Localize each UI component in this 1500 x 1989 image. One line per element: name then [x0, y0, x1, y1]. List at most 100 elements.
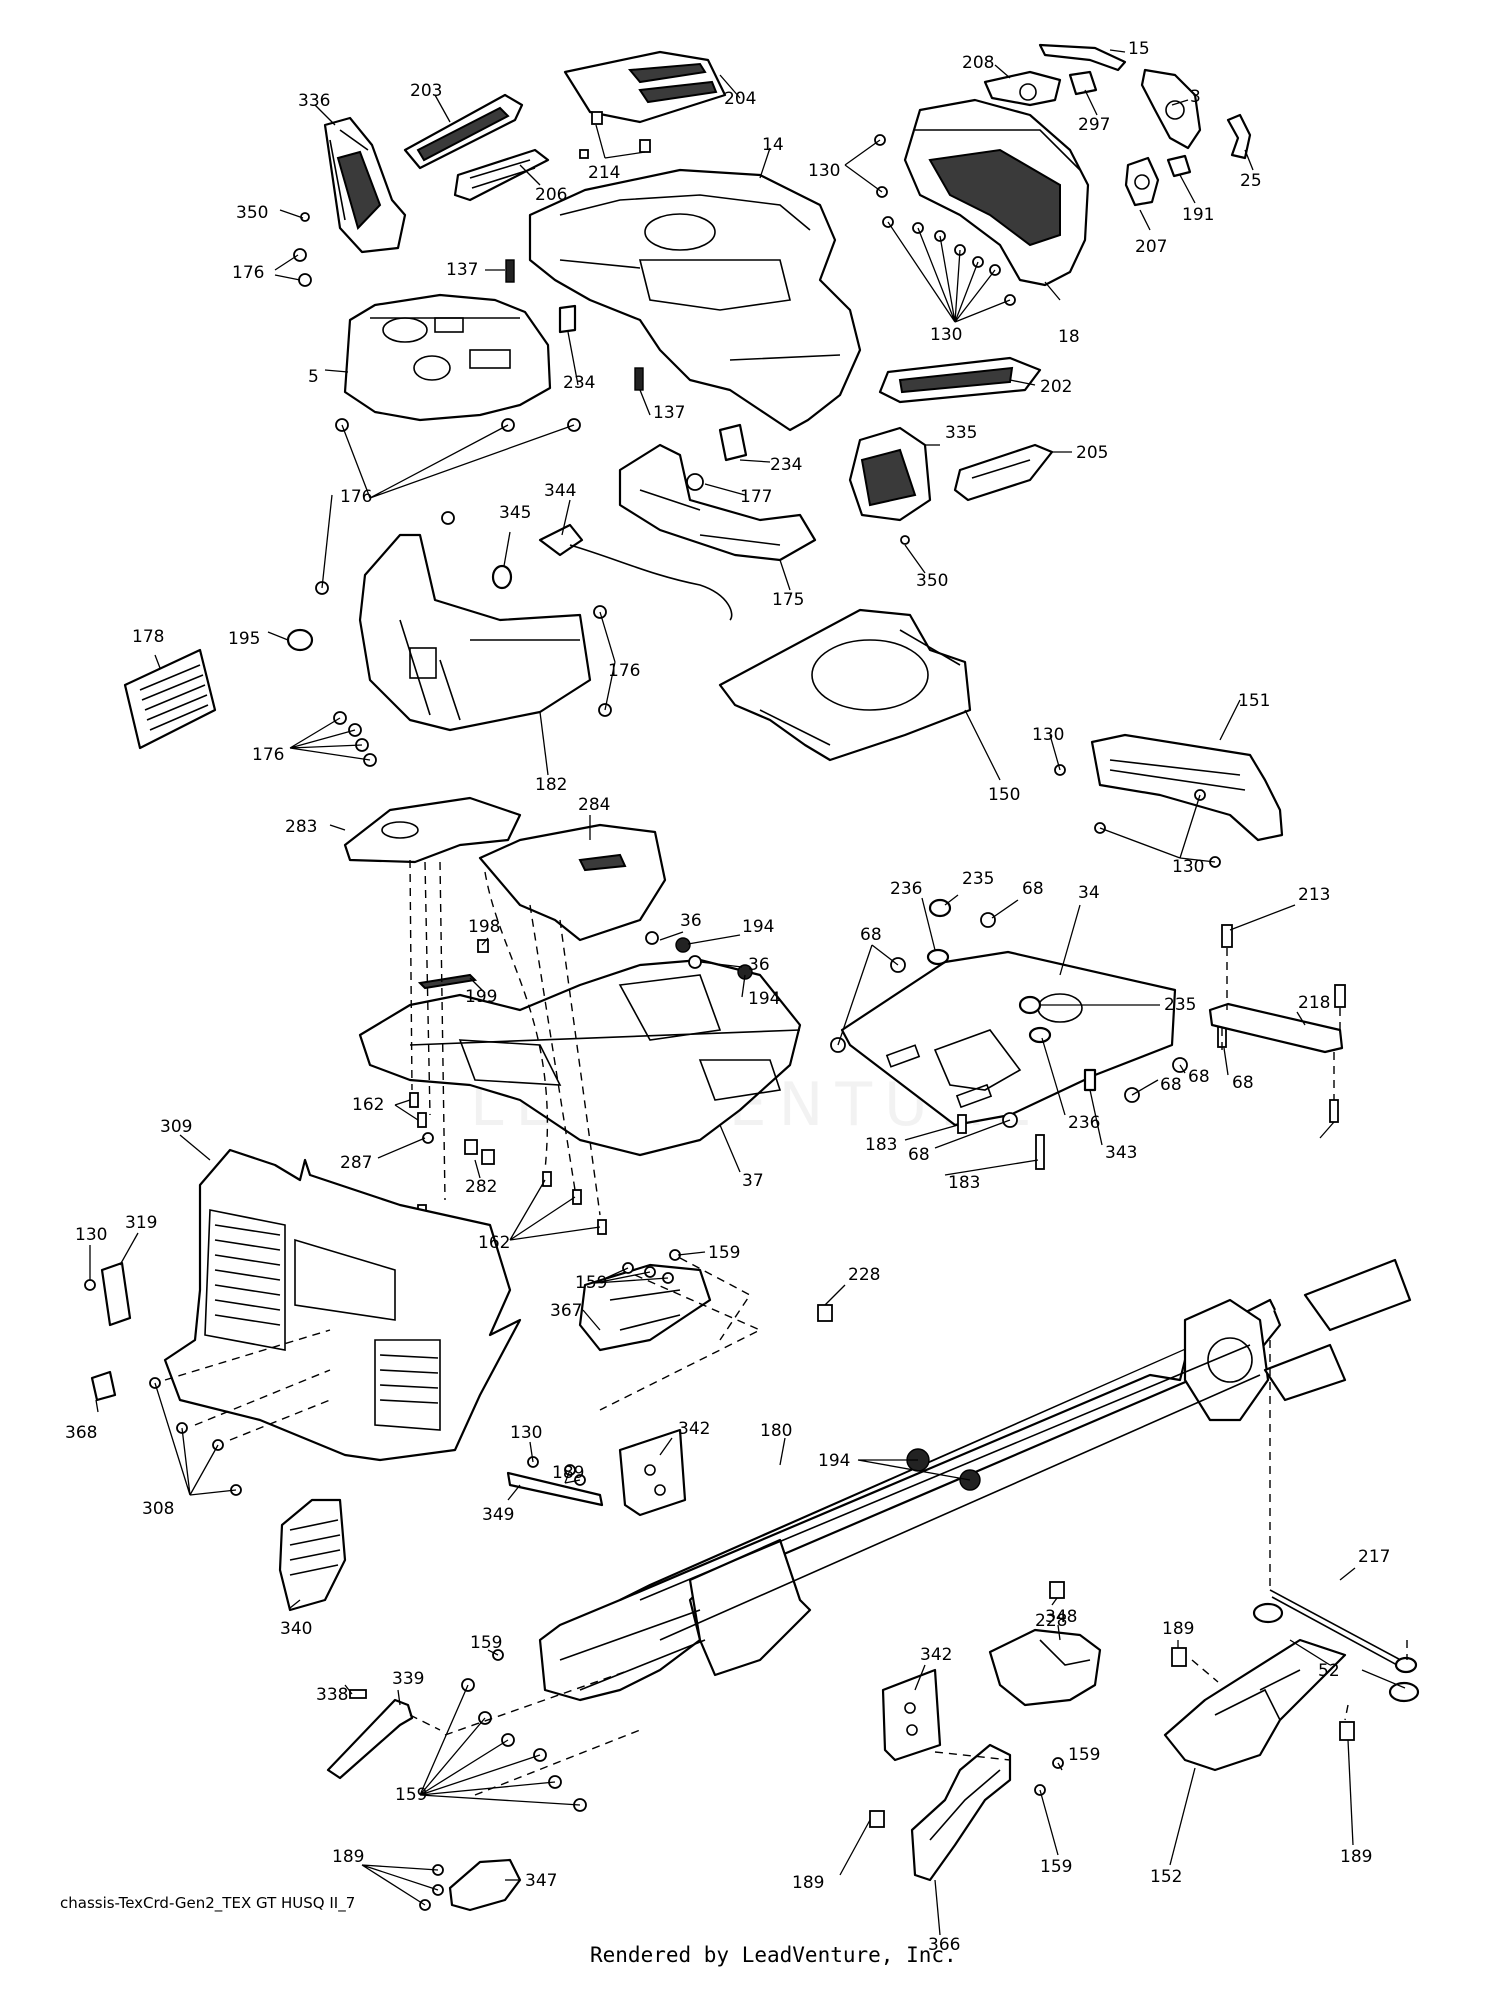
part-207-bezel: [1124, 156, 1160, 207]
callout-348: 348: [1045, 1607, 1077, 1627]
callout-176-a: 176: [232, 263, 264, 283]
part-34-mount-plate: [840, 950, 1177, 1127]
part-18-grille: [903, 98, 1090, 287]
callout-15: 15: [1128, 39, 1150, 59]
callout-194-c: 194: [818, 1451, 850, 1471]
callout-36-a: 36: [680, 911, 702, 931]
part-208-trim: [983, 70, 1062, 107]
callout-159-d: 159: [395, 1785, 427, 1805]
part-284-cover: [478, 823, 667, 942]
callout-130-f: 130: [510, 1423, 542, 1443]
part-344-cable: [538, 523, 733, 621]
part-204-hood-cover: [563, 50, 727, 124]
callout-217: 217: [1358, 1547, 1390, 1567]
part-366-bracket: [910, 1743, 1012, 1882]
callout-176-c: 176: [608, 661, 640, 681]
part-205-trim: [953, 443, 1054, 502]
part-189-bolts: [869, 1647, 1355, 1828]
callout-3: 3: [1190, 87, 1201, 107]
part-340-filter: [278, 1498, 347, 1612]
callout-367: 367: [550, 1301, 582, 1321]
callout-198: 198: [468, 917, 500, 937]
callout-282: 282: [465, 1177, 497, 1197]
callout-130-d: 130: [1172, 857, 1204, 877]
callout-350-b: 350: [916, 571, 948, 591]
callout-206: 206: [535, 185, 567, 205]
callout-195: 195: [228, 629, 260, 649]
part-183-bolts: [957, 1114, 1045, 1170]
callout-343: 343: [1105, 1143, 1137, 1163]
callout-189-e: 189: [1340, 1847, 1372, 1867]
callout-159-b: 159: [575, 1273, 607, 1293]
part-347-bracket: [419, 1858, 522, 1912]
part-213-bolts: [1221, 924, 1346, 1100]
part-150-footpan: [718, 608, 972, 762]
part-195-plug: [286, 628, 314, 652]
part-191-switch: [1166, 154, 1192, 178]
callout-130-a: 130: [808, 161, 840, 181]
callout-52: 52: [1318, 1661, 1340, 1681]
leader-lines: [89, 49, 1406, 1936]
callout-194-b: 194: [748, 989, 780, 1009]
part-297-light: [1068, 70, 1098, 96]
part-152-shield: [1163, 1638, 1347, 1772]
callout-189-d: 189: [792, 1873, 824, 1893]
callout-68-c: 68: [1188, 1067, 1210, 1087]
callout-340: 340: [280, 1619, 312, 1639]
callout-203: 203: [410, 81, 442, 101]
callout-283: 283: [285, 817, 317, 837]
callout-213: 213: [1298, 885, 1330, 905]
callout-177: 177: [740, 487, 772, 507]
part-287-screw: [422, 1132, 434, 1144]
callout-68-d: 68: [1232, 1073, 1254, 1093]
callout-137-b: 137: [653, 403, 685, 423]
part-37-fender: [358, 958, 802, 1157]
callout-36-b: 36: [748, 955, 770, 975]
part-338-bolt: [349, 1689, 367, 1699]
part-3-headlight: [1140, 68, 1202, 150]
callout-319: 319: [125, 1213, 157, 1233]
part-14-hood: [528, 168, 862, 432]
callout-175: 175: [772, 590, 804, 610]
callout-366: 366: [928, 1935, 960, 1955]
callout-25: 25: [1240, 171, 1262, 191]
callout-287: 287: [340, 1153, 372, 1173]
callout-345: 345: [499, 503, 531, 523]
callout-344: 344: [544, 481, 576, 501]
part-348-cover: [988, 1628, 1102, 1707]
part-282-clips: [464, 1139, 495, 1165]
part-178-vent: [123, 648, 217, 750]
part-368-decal: [90, 1370, 117, 1402]
part-235-bushings: [928, 898, 1042, 1015]
part-234-pad: [558, 304, 748, 462]
callout-18: 18: [1058, 327, 1080, 347]
callout-342-b: 342: [920, 1645, 952, 1665]
callout-309: 309: [160, 1117, 192, 1137]
callout-152: 152: [1150, 1867, 1182, 1887]
callout-347: 347: [525, 1871, 557, 1891]
callout-218: 218: [1298, 993, 1330, 1013]
part-25-clip: [1226, 113, 1252, 160]
callout-130-b: 130: [930, 325, 962, 345]
callout-284: 284: [578, 795, 610, 815]
callout-68-e: 68: [1160, 1075, 1182, 1095]
callout-208: 208: [962, 53, 994, 73]
callout-68-b: 68: [860, 925, 882, 945]
part-206-trim: [453, 148, 550, 202]
part-342-bracket-lower: [881, 1668, 942, 1762]
callout-194-a: 194: [742, 917, 774, 937]
callout-336: 336: [298, 91, 330, 111]
callout-159-f: 159: [1040, 1857, 1072, 1877]
callout-234-b: 234: [770, 455, 802, 475]
callout-228-b: 228: [1035, 1611, 1067, 1631]
callout-214: 214: [588, 163, 620, 183]
callout-297: 297: [1078, 115, 1110, 135]
callout-189-a: 189: [552, 1463, 584, 1483]
diagram-caption: chassis-TexCrd-Gen2_TEX GT HUSQ II_7: [60, 1894, 355, 1913]
part-218-bar: [1208, 1002, 1344, 1054]
callout-labels: 15 3 208 297 25 191 207 336 203 204 214 …: [65, 39, 1390, 1955]
part-339-lever: [326, 1698, 441, 1780]
callout-180: 180: [760, 1421, 792, 1441]
part-367-bracket: [578, 1263, 712, 1352]
callout-183-a: 183: [865, 1135, 897, 1155]
